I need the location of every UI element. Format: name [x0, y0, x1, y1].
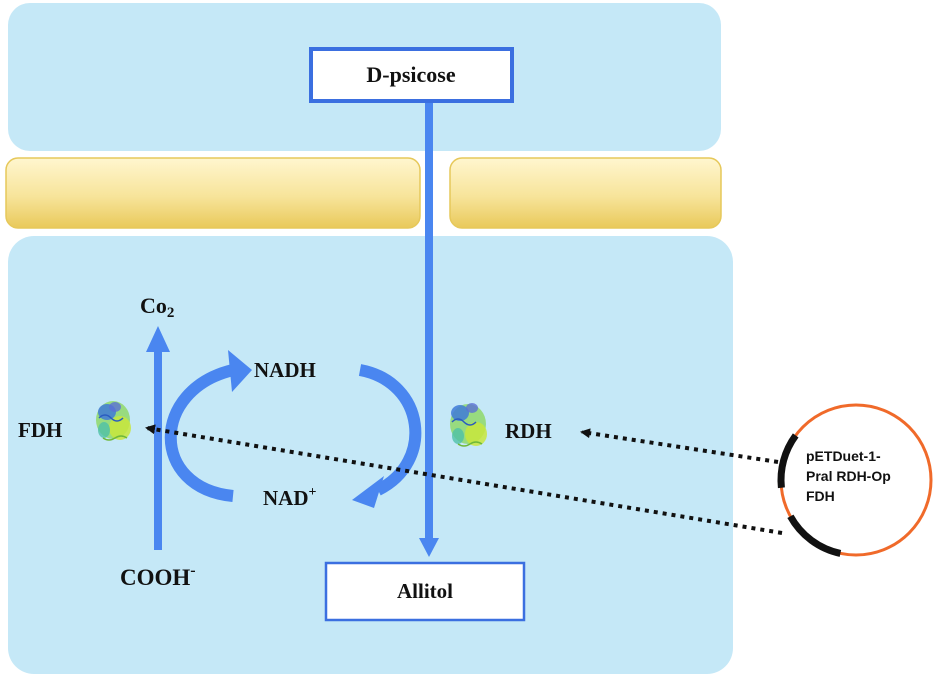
membrane-segment-right	[449, 157, 722, 229]
plasmid-gene-marker-fdh	[787, 514, 842, 557]
co2-main: Co	[140, 293, 167, 318]
formate-superscript: -	[190, 562, 195, 579]
nad-main: NAD	[263, 486, 309, 510]
expression-arrows	[145, 424, 783, 535]
allitol-box: Allitol	[324, 561, 526, 622]
nad-to-nadh-arrow	[164, 350, 252, 502]
formate-to-co2-arrow	[146, 326, 170, 550]
plasmid-label-line-1: pETDuet-1-	[806, 448, 881, 464]
psicose-to-allitol-arrow	[419, 100, 439, 557]
nadh-to-nad-arrow	[352, 364, 422, 508]
nadh-label: NADH	[254, 358, 316, 382]
allitol-label: Allitol	[397, 579, 453, 603]
co2-subscript: 2	[167, 305, 175, 321]
d-psicose-label: D-psicose	[366, 62, 455, 87]
nad-plus-label: NAD+	[263, 485, 317, 510]
membrane-segment-left	[5, 157, 421, 229]
plasmid: pETDuet-1- Pral RDH-Op FDH	[777, 403, 933, 557]
plasmid-gene-marker-rdh	[777, 433, 799, 489]
cell-membrane	[5, 157, 722, 229]
formate-main: COOH	[120, 565, 190, 590]
plasmid-to-rdh-arrow	[580, 428, 779, 464]
protein-structure-icon	[96, 401, 131, 441]
rdh-label: RDH	[505, 419, 552, 443]
intracellular-region	[8, 236, 733, 674]
protein-structure-icon	[450, 403, 487, 447]
d-psicose-box: D-psicose	[309, 47, 514, 103]
formate-label: COOH-	[120, 562, 196, 590]
plasmid-label-line-2: Pral RDH-Op	[806, 468, 891, 484]
fdh-label: FDH	[18, 418, 62, 442]
plasmid-label-line-3: FDH	[806, 488, 835, 504]
nad-superscript: +	[309, 485, 317, 500]
co2-label: Co2	[140, 293, 174, 321]
